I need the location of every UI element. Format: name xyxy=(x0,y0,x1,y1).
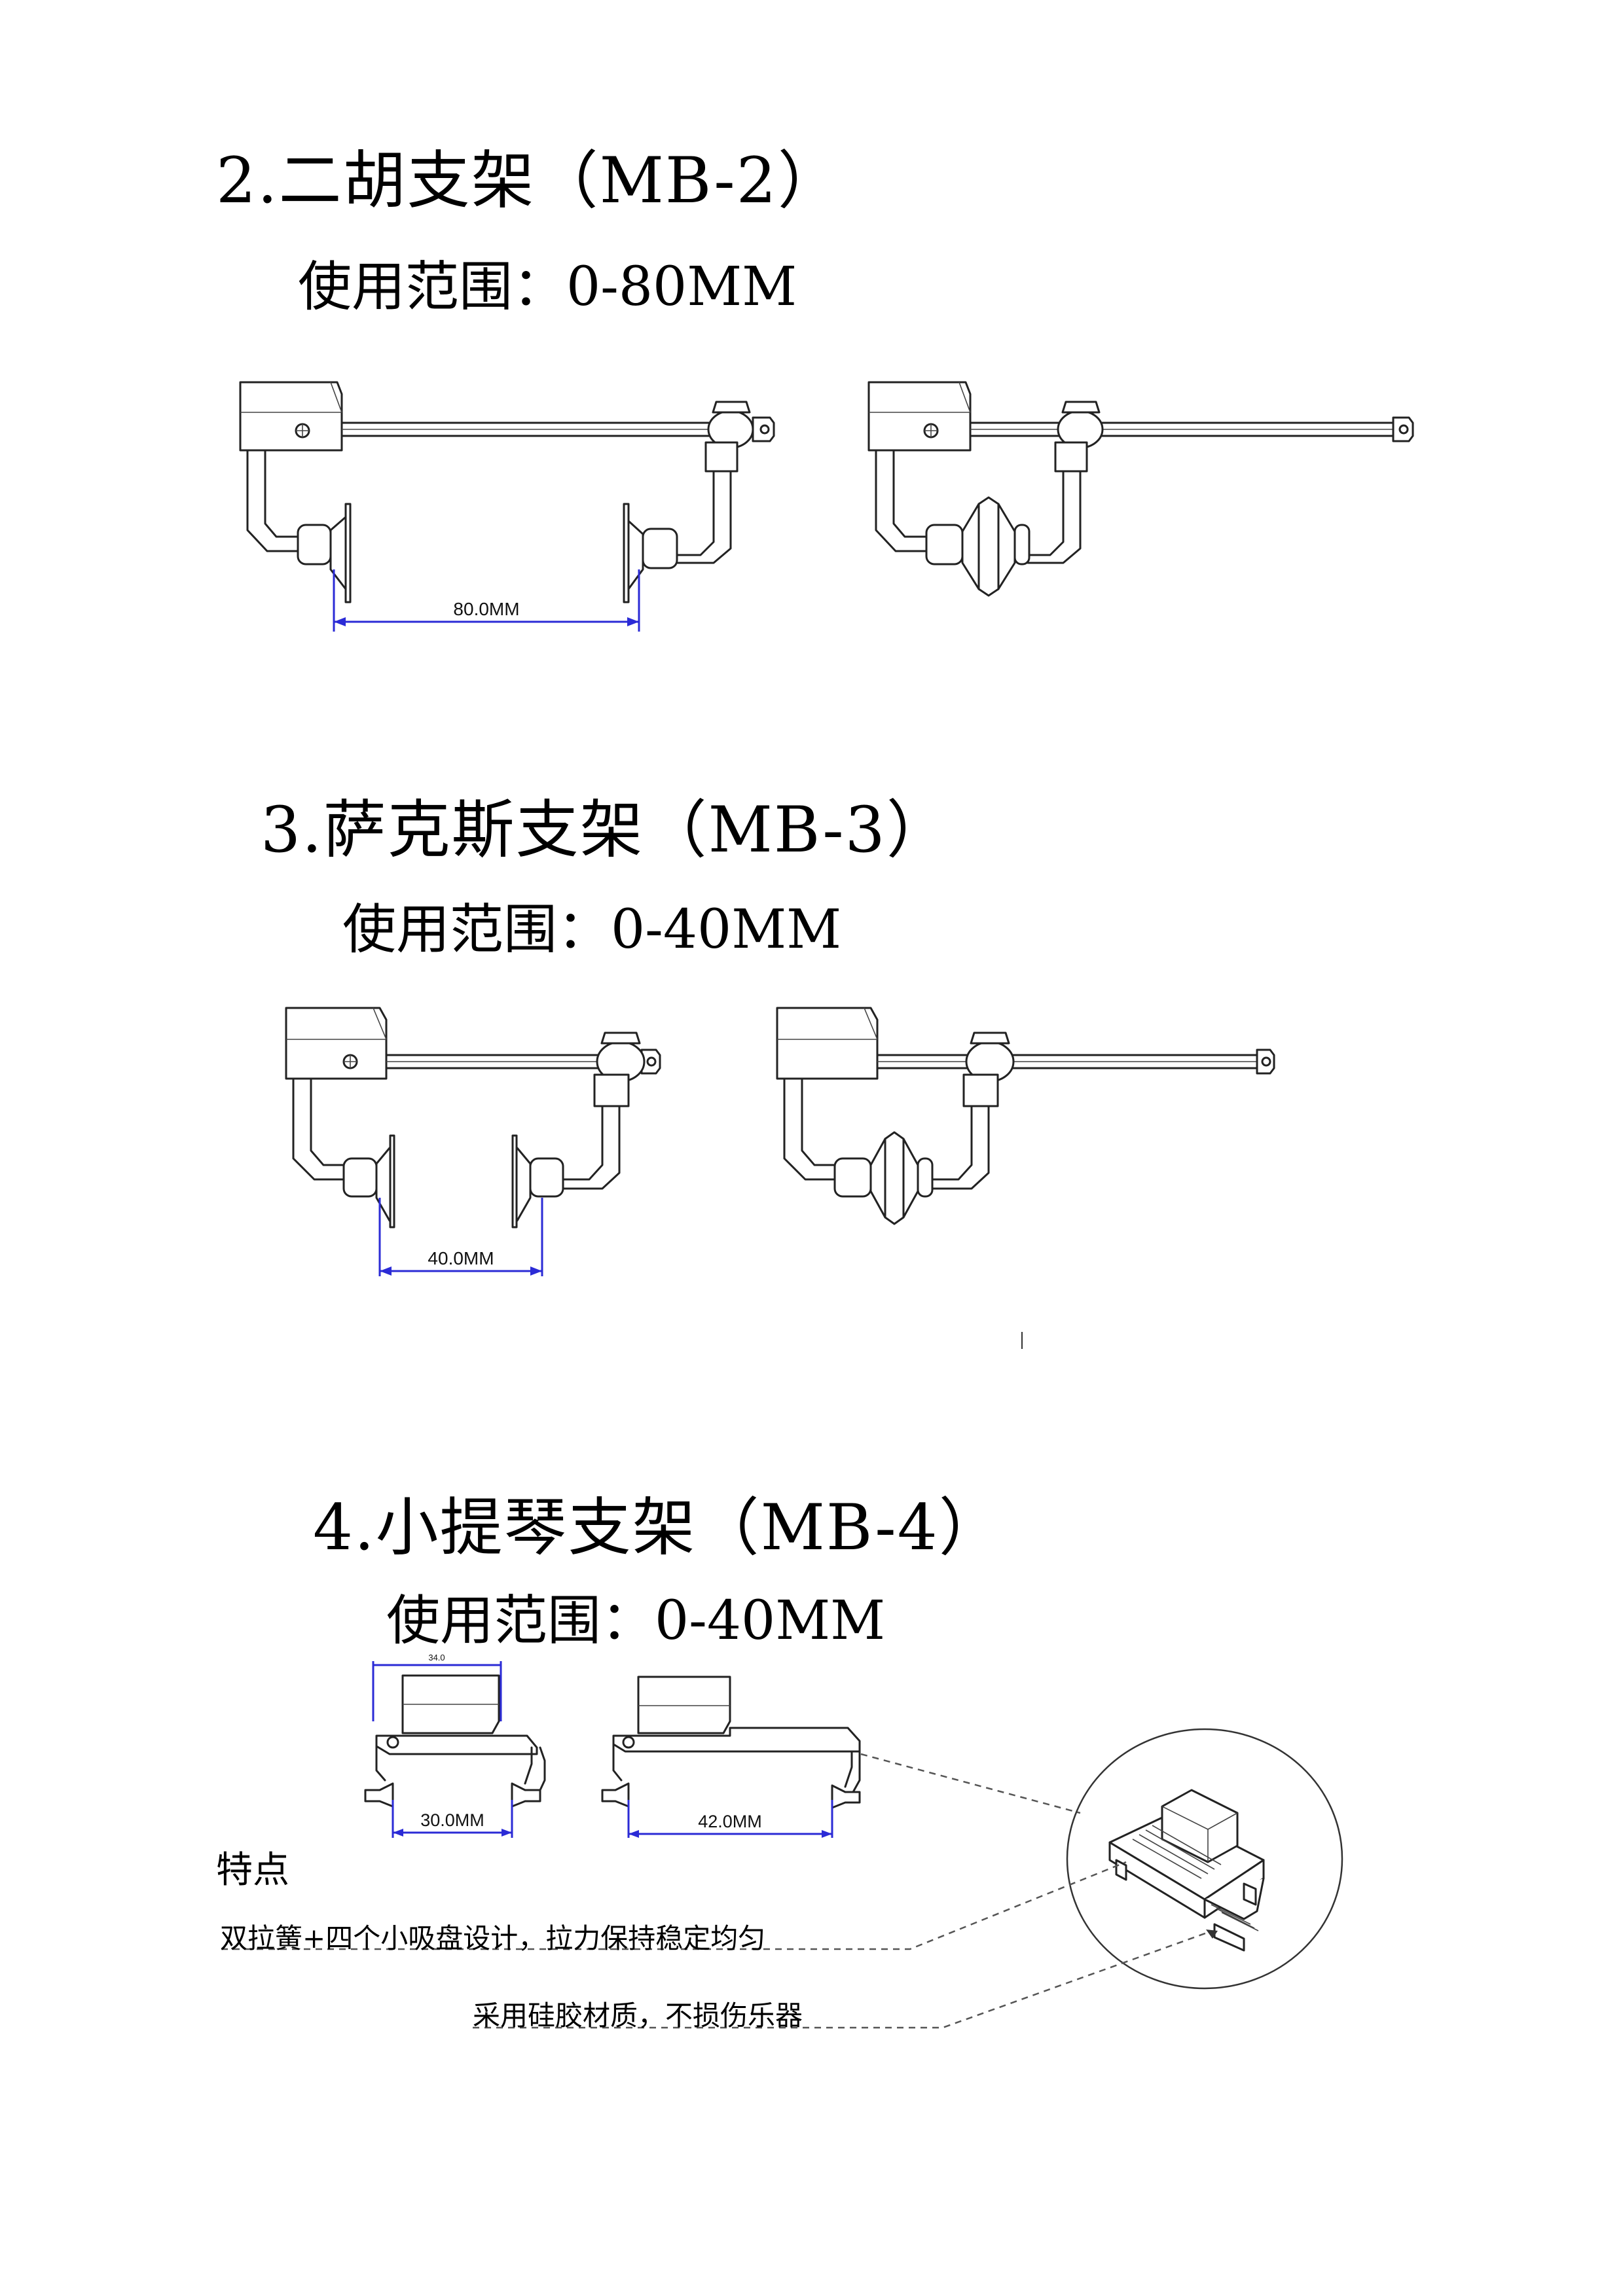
mb2-diagram-open: 80.0MM xyxy=(239,381,775,632)
dimension-label-mb2: 80.0MM xyxy=(453,599,519,619)
dimension-label-mb4-small: 34.0 xyxy=(428,1653,445,1662)
feature-item-1: 双拉簧+四个小吸盘设计，拉力保持稳定均匀 xyxy=(220,1922,766,1954)
range-text-mb2: 使用范围：0-80MM xyxy=(298,256,797,318)
mb4-diagram-left: 34.0 30.0MM xyxy=(364,1653,546,1838)
features-heading: 特点 xyxy=(216,1849,289,1892)
stray-mark xyxy=(1021,1332,1023,1349)
section-title-mb3: 3.萨克斯支架（MB-3） xyxy=(261,793,951,867)
mb3-diagram-open: 40.0MM xyxy=(285,1007,661,1276)
mb3-diagram-closed xyxy=(776,1007,1275,1225)
range-text-mb4: 使用范围：0-40MM xyxy=(386,1590,886,1652)
section-title-mb4: 4.小提琴支架（MB-4） xyxy=(313,1491,1003,1564)
mb2-diagram-closed xyxy=(867,381,1414,597)
dimension-label-mb4-right: 42.0MM xyxy=(698,1812,762,1831)
mb4-diagram-right: 42.0MM xyxy=(601,1676,861,1838)
range-text-mb3: 使用范围：0-40MM xyxy=(342,899,842,961)
feature-item-2: 采用硅胶材质，不损伤乐器 xyxy=(473,2000,803,2032)
dimension-label-mb4-left: 30.0MM xyxy=(420,1810,484,1830)
dimension-label-mb3: 40.0MM xyxy=(428,1248,494,1268)
section-title-mb2: 2.二胡支架（MB-2） xyxy=(216,144,842,217)
mb4-detail-callout xyxy=(1066,1728,1343,1990)
